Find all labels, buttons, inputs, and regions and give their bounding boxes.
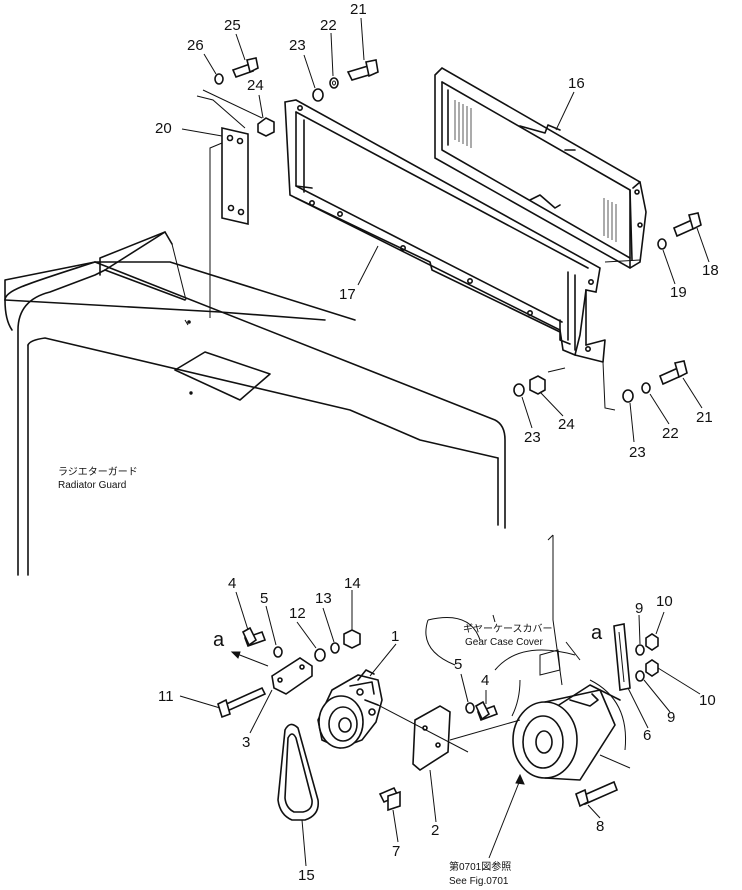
callout-3: 3 bbox=[242, 734, 251, 751]
callout-24-bottom: 24 bbox=[558, 416, 575, 433]
bracket-20 bbox=[221, 126, 249, 226]
gear-case-cover-label-jp: ギヤーケースカバー bbox=[463, 624, 553, 635]
callout-10-top: 10 bbox=[656, 593, 673, 610]
callout-9-bottom: 9 bbox=[667, 709, 676, 726]
see-fig-label-en: See Fig.0701 bbox=[449, 876, 509, 887]
callout-13: 13 bbox=[315, 590, 332, 607]
leader-lines bbox=[179, 17, 710, 867]
callout-9-top: 9 bbox=[635, 600, 644, 617]
callout-12: 12 bbox=[289, 605, 306, 622]
compressor-assembly bbox=[217, 534, 659, 821]
callout-14: 14 bbox=[344, 575, 361, 592]
callout-1: 1 bbox=[391, 628, 400, 645]
screen-16 bbox=[434, 67, 647, 269]
callout-6: 6 bbox=[643, 727, 652, 744]
callout-2: 2 bbox=[431, 822, 440, 839]
callout-19: 19 bbox=[670, 284, 687, 301]
callout-a-right: a bbox=[591, 622, 603, 644]
callout-25: 25 bbox=[224, 17, 241, 34]
callout-22-top: 22 bbox=[320, 17, 337, 34]
callout-17: 17 bbox=[339, 286, 356, 303]
top-hardware bbox=[196, 57, 702, 411]
radiator-guard bbox=[4, 142, 506, 576]
callout-22-bottom: 22 bbox=[662, 425, 679, 442]
callout-21-bottom: 21 bbox=[696, 409, 713, 426]
callout-7: 7 bbox=[392, 843, 401, 860]
callout-5-left: 5 bbox=[260, 590, 269, 607]
frame-17 bbox=[284, 99, 606, 363]
callout-23-left: 23 bbox=[524, 429, 541, 446]
callout-5-right: 5 bbox=[454, 656, 463, 673]
callout-23-top: 23 bbox=[289, 37, 306, 54]
see-fig-label-jp: 第0701図参照 bbox=[449, 862, 512, 873]
callout-21-top: 21 bbox=[350, 1, 367, 18]
gear-case-cover-label-en: Gear Case Cover bbox=[465, 637, 543, 648]
callout-10-bottom: 10 bbox=[699, 692, 716, 709]
callout-11: 11 bbox=[158, 688, 174, 705]
callout-20: 20 bbox=[155, 120, 172, 137]
callout-4-right: 4 bbox=[481, 672, 490, 689]
callout-4-left: 4 bbox=[228, 575, 237, 592]
callout-16: 16 bbox=[568, 75, 585, 92]
callout-24-top: 24 bbox=[247, 77, 264, 94]
callout-a-left: a bbox=[213, 629, 225, 651]
callout-15: 15 bbox=[298, 867, 315, 884]
radiator-guard-label-jp: ラジエターガード bbox=[58, 467, 138, 478]
callout-23-right: 23 bbox=[629, 444, 646, 461]
callout-26: 26 bbox=[187, 37, 204, 54]
callout-18: 18 bbox=[702, 262, 719, 279]
callout-8: 8 bbox=[596, 818, 605, 835]
radiator-guard-label-en: Radiator Guard bbox=[58, 480, 127, 491]
